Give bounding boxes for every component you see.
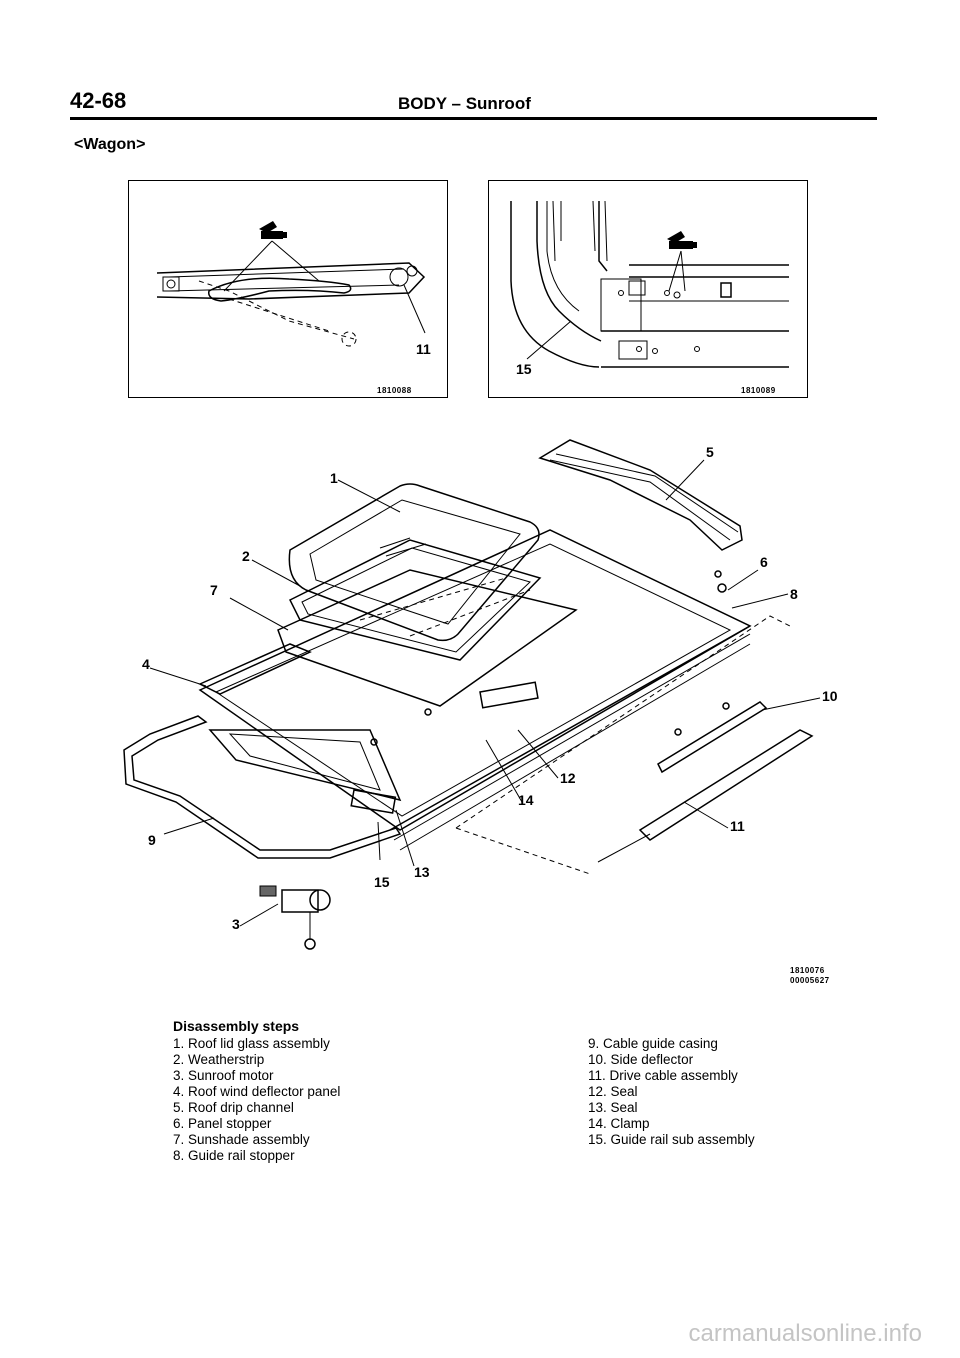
step-item: 3. Sunroof motor	[173, 1068, 274, 1083]
figure-code: 1810076	[790, 966, 825, 975]
header-rule	[70, 117, 877, 120]
steps-list-left: 1. Roof lid glass assembly 2. Weatherstr…	[173, 1036, 433, 1164]
callout-3: 3	[232, 916, 240, 932]
callout-5: 5	[706, 444, 714, 460]
callout-2: 2	[242, 548, 250, 564]
detail-right-drawing	[510, 200, 789, 368]
step-item: 2. Weatherstrip	[173, 1052, 265, 1067]
cable-guide-casing	[123, 715, 402, 859]
step-item: 11. Drive cable assembly	[588, 1068, 738, 1083]
callout-8: 8	[790, 586, 798, 602]
step-item: 6. Panel stopper	[173, 1116, 272, 1131]
callout-13: 13	[414, 864, 430, 880]
steps-list-right: 9. Cable guide casing 10. Side deflector…	[588, 1036, 848, 1148]
callout-9: 9	[148, 832, 156, 848]
side-deflector	[657, 701, 768, 774]
detail-figure-left: 11 1810088	[128, 180, 448, 398]
step-item: 8. Guide rail stopper	[173, 1148, 295, 1163]
callout-14: 14	[518, 792, 534, 808]
grease-gun-icon	[259, 221, 287, 239]
exploded-diagram: 1 2 3 4 5 6 7 8 9 10 11 12 13 14 15	[110, 430, 850, 960]
step-item: 14. Clamp	[588, 1116, 650, 1131]
figure-subcode: 00005627	[790, 976, 830, 985]
callout-11: 11	[730, 818, 745, 834]
detail-left-drawing	[156, 221, 426, 347]
exploded-drawing	[123, 439, 821, 950]
step-item: 1. Roof lid glass assembly	[173, 1036, 330, 1051]
watermark: carmanualsonline.info	[688, 1320, 922, 1347]
step-item: 10. Side deflector	[588, 1052, 694, 1067]
detail-figure-right: 15 1810089	[488, 180, 808, 398]
callout-11-detail: 11	[416, 341, 431, 357]
step-item: 12. Seal	[588, 1084, 638, 1099]
step-item: 4. Roof wind deflector panel	[173, 1084, 341, 1099]
step-item: 9. Cable guide casing	[588, 1036, 718, 1051]
grease-gun-icon	[667, 231, 697, 249]
steps-heading: Disassembly steps	[173, 1018, 300, 1034]
callout-6: 6	[760, 554, 768, 570]
callout-4: 4	[142, 656, 150, 672]
step-item: 13. Seal	[588, 1100, 638, 1115]
callout-7: 7	[210, 582, 218, 598]
step-item: 7. Sunshade assembly	[173, 1132, 310, 1147]
roof-drip-channel	[538, 439, 743, 551]
callout-15: 15	[374, 874, 390, 890]
callout-12: 12	[560, 770, 576, 786]
callout-1: 1	[330, 470, 338, 486]
step-item: 15. Guide rail sub assembly	[588, 1132, 755, 1147]
figure-code: 1810088	[377, 386, 412, 395]
figure-code: 1810089	[741, 386, 776, 395]
callout-10: 10	[822, 688, 838, 704]
page-number: 42-68	[70, 88, 127, 113]
variant-label: <Wagon>	[74, 136, 146, 153]
step-item: 5. Roof drip channel	[173, 1100, 294, 1115]
sunroof-motor	[259, 885, 331, 950]
callout-15-detail: 15	[516, 361, 532, 377]
page-title: BODY – Sunroof	[398, 94, 531, 113]
